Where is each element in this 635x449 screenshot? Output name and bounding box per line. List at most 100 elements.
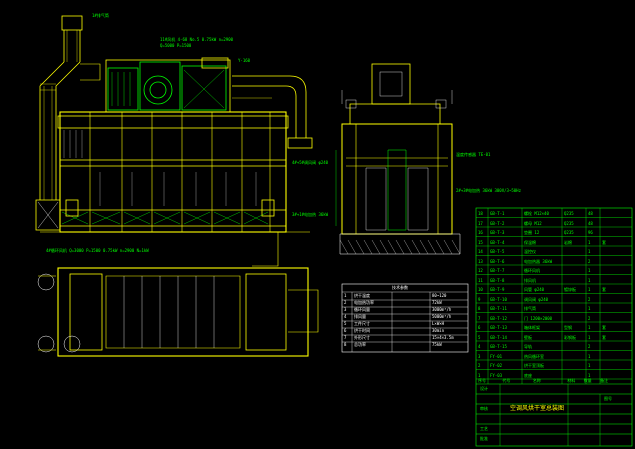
parts-list-cell: GB-T-3	[490, 230, 505, 235]
parts-list-cell: 9	[478, 296, 481, 302]
mid-table-cell: 30min	[432, 328, 445, 333]
parts-list-cell: 1	[478, 372, 481, 378]
parts-list-cell: GB-T-8	[490, 277, 505, 283]
mid-table-cell: 外形尺寸	[354, 335, 370, 340]
parts-list-cell: 垫圈 12	[524, 230, 540, 235]
mid-note-1: 4#+5#调风阀 φ240	[292, 160, 329, 165]
mid-table-cell: L×W×H	[432, 321, 445, 326]
parts-list-cell: GB-T-7	[490, 268, 505, 273]
parts-list-cell: GB-T-6	[490, 258, 505, 264]
side-note-2: 2#+3#电加热 36kW 380V/3~50Hz	[456, 188, 521, 193]
hdr-remark: 备注	[600, 378, 609, 383]
parts-list-cell: 2	[588, 315, 591, 321]
hdr-material: 材料	[567, 378, 576, 383]
parts-list-cell: 13	[478, 258, 483, 264]
parts-list-cell: 18	[478, 211, 483, 216]
parts-list-cell: 17	[478, 220, 483, 226]
parts-list-cell: 7	[478, 315, 481, 321]
parts-list-cell: 6	[478, 325, 481, 330]
mid-table-cell: 总功率	[354, 342, 366, 347]
hdr-no: 序号	[478, 378, 486, 383]
parts-list-cell: 温控仪	[524, 249, 536, 254]
parts-list-cell: FY-01	[490, 353, 503, 359]
parts-list-cell: GB-T-2	[490, 220, 505, 226]
parts-list-cell: FY-03	[490, 372, 503, 378]
parts-list-cell: 岩棉	[564, 239, 572, 245]
parts-list-cell: 保温棉	[524, 239, 536, 245]
parts-list-cell: 门 1200×2000	[524, 315, 553, 321]
parts-list-cell: 循环风机	[524, 268, 540, 273]
tb-design: 设计	[480, 386, 488, 391]
tech-parameter-table	[341, 283, 469, 353]
stack-label: 1#排气筒	[92, 13, 109, 18]
mid-table-cell: 烘干温度	[354, 293, 370, 298]
mid-table-cell: 72kW	[432, 300, 442, 305]
parts-list-cell: Q235	[564, 220, 574, 226]
mid-table-cell: 烘干时间	[354, 328, 370, 333]
mid-table-cell: 7	[344, 335, 347, 340]
parts-list-cell: 导轨	[524, 344, 532, 349]
fan-spec-label: 11#风机 4-68 No.5 0.75kW n=2900	[160, 37, 234, 42]
parts-list-cell: 12	[478, 268, 483, 273]
top-right-note: Y-160	[238, 58, 251, 63]
parts-list-cell: 14	[478, 249, 483, 254]
mid-table-cell: 15×4×3.5m	[432, 335, 454, 340]
mid-table-cell: 8	[344, 342, 347, 347]
mid-table-cell: 6	[344, 328, 347, 333]
mid-table-cell: 电加热功率	[354, 300, 374, 305]
parts-list-cell: 型钢	[564, 325, 572, 330]
parts-list-cell: 套	[602, 334, 606, 340]
parts-list-cell: GB-T-12	[490, 315, 507, 321]
side-elevation	[335, 63, 461, 255]
return-duct	[232, 75, 313, 149]
mid-table-cell: 5	[344, 321, 347, 326]
parts-list-cell: 螺栓 M12×40	[524, 211, 549, 216]
parts-list-cell: GB-T-10	[490, 296, 507, 302]
hdr-qty: 数量	[583, 378, 592, 383]
hdr-code: 代号	[502, 378, 511, 383]
parts-list-cell: GB-T-14	[490, 334, 507, 340]
parts-list-cell: Q235	[564, 211, 574, 216]
parts-list-cell: 套	[602, 287, 606, 292]
bottom-spec-label: 4#循环风机 Q=3000 P=1500 0.75kW n=2900 N=1kW	[46, 248, 149, 253]
mid-table-cell: 排风量	[354, 314, 366, 319]
parts-list-cell: GB-T-9	[490, 287, 505, 292]
drawing-no-label: 图号	[604, 396, 612, 401]
parts-list-cell: GB-T-5	[490, 249, 505, 254]
parts-list-cell: 彩钢板	[564, 334, 576, 340]
parts-list-cell: 排风机	[524, 277, 536, 283]
parts-list-cell: 1	[588, 268, 591, 273]
parts-list-cell: 1	[588, 249, 591, 254]
parts-list-cell: 10	[478, 287, 483, 292]
hdr-name: 名称	[532, 378, 541, 383]
parts-header: 序号 代号 名称 材料 数量 备注	[478, 378, 608, 383]
parts-list-cell: 48	[588, 220, 593, 226]
parts-list-cell: 1	[588, 277, 591, 283]
parts-list-cell: 16	[478, 230, 483, 235]
parts-list-cell: 1	[588, 287, 591, 292]
parts-list-cell: GB-T-13	[490, 325, 507, 330]
parts-list-cell: 8	[478, 306, 481, 311]
parts-list-cell: 烘干室顶板	[524, 363, 544, 368]
mid-table-cell: 2	[344, 300, 347, 305]
parts-list-cell: 风管 φ240	[524, 287, 545, 292]
parts-list-cell: 15	[478, 239, 483, 245]
parts-list-cell: 3	[478, 353, 481, 359]
mid-table-cell: 1	[344, 293, 347, 298]
parts-list-cell: 96	[588, 230, 593, 235]
parts-list-cell: GB-T-11	[490, 306, 507, 311]
mid-table-cell: 工件尺寸	[354, 321, 370, 326]
parts-list-cell: 1	[588, 334, 591, 340]
exhaust-stack	[35, 15, 101, 231]
parts-list-cell: GB-T-1	[490, 211, 505, 216]
parts-list-cell: GB-T-15	[490, 344, 507, 349]
parts-list-cell: 套	[602, 239, 606, 245]
parts-list-cell: 4	[478, 344, 481, 349]
mid-table-cell: 循环风量	[354, 307, 370, 312]
parts-list-cell: 镀锌板	[564, 287, 576, 292]
parts-list-cell: 调风阀 φ240	[524, 296, 549, 302]
mid-note-2: 3#+1#电加热 36kW	[292, 212, 329, 217]
parts-list-cell: 1	[588, 325, 591, 330]
parts-list-cell: Q235	[564, 230, 574, 235]
